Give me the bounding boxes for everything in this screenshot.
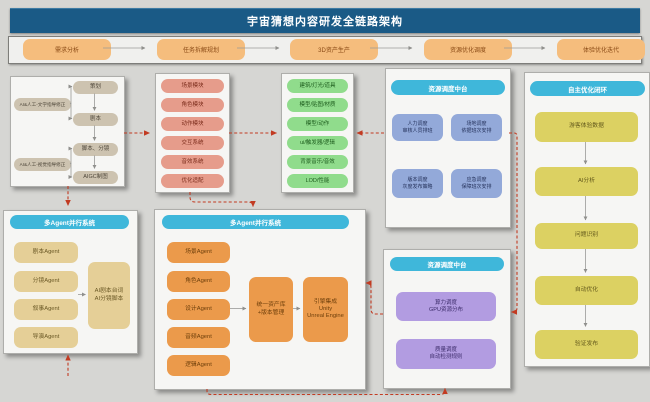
visual-guide-node: AI&人工-视觉指导修正 [14, 158, 71, 171]
assets-panel: 建筑/灯光/道具 模型/贴图/材质 模型/动作 ui/触发器/逻辑 背景音乐/音… [281, 73, 354, 193]
flow-step-3d-production: 3D资产生产 [290, 39, 378, 60]
visitor-data-node: 游客体验数据 [535, 112, 638, 142]
main-flow-bar: 需求分析 任务拆解规划 3D资产生产 资源优化调度 体验优化迭代 [8, 36, 645, 64]
flow-step-experience-iteration: 体验优化迭代 [557, 39, 645, 60]
manpower-schedule-node: 人力调度 审核人员排班 [392, 114, 443, 141]
storyboard-agent-node: 分镜Agent [14, 271, 78, 292]
screenplay-node: 剧本 [73, 113, 118, 126]
storyboard-node: 脚本、分镜 [73, 143, 118, 156]
ai-output-node: AI剧本台词 AI分镜脚本 [88, 262, 130, 329]
version-schedule-node: 版本调度 灰度发布策略 [392, 169, 443, 198]
audio-system-node: 音效系统 [161, 155, 224, 169]
literary-guide-node: AI&人工-文学指导修正 [14, 98, 71, 111]
bgm-sfx-node: 背景音乐/音效 [287, 155, 348, 169]
character-agent-node: 角色Agent [167, 271, 230, 292]
verify-release-node: 验证发布 [535, 330, 638, 359]
venue-schedule-node: 场地调度 依据班次安排 [451, 114, 502, 141]
flow-step-requirements: 需求分析 [23, 39, 111, 60]
flow-step-resource-scheduling: 资源优化调度 [424, 39, 512, 60]
aigc-art-node: AIGC制图 [73, 171, 118, 184]
compute-schedule-node: 算力调度 GPU资源分布 [396, 292, 496, 321]
issue-detection-node: 问题识别 [535, 223, 638, 249]
modules-panel: 场景模块 角色模块 动作模块 交互系统 音效系统 优化适配 [155, 73, 230, 193]
schedule-back-panel: 资源调度中台 算力调度 GPU资源分布 质量调度 自动检测规则 [383, 249, 511, 389]
agents-creative-header: 多Agent并行系统 [10, 215, 129, 229]
agents-creative-panel: 多Agent并行系统 剧本Agent 分镜Agent 叙事Agent 导演Age… [3, 210, 138, 354]
script-agent-node: 剧本Agent [14, 242, 78, 263]
scene-module-node: 场景模块 [161, 79, 224, 93]
schedule-front-header: 资源调度中台 [391, 80, 505, 95]
logic-agent-node: 逻辑Agent [167, 355, 230, 376]
building-lighting-node: 建筑/灯光/道具 [287, 79, 348, 93]
agents-production-panel: 多Agent并行系统 场景Agent 角色Agent 设计Agent 音频Age… [154, 209, 366, 390]
optimize-loop-header: 自主优化闭环 [530, 81, 645, 96]
ui-trigger-logic-node: ui/触发器/逻辑 [287, 136, 348, 150]
director-agent-node: 导演Agent [14, 327, 78, 348]
design-agent-node: 设计Agent [167, 299, 230, 320]
auto-optimize-node: 自动优化 [535, 276, 638, 305]
optimization-node: 优化适配 [161, 174, 224, 188]
flow-step-task-planning: 任务拆解规划 [157, 39, 245, 60]
planning-node: 策划 [73, 81, 118, 94]
optimize-loop-panel: 自主优化闭环 游客体验数据 AI分析 问题识别 自动优化 验证发布 [524, 72, 650, 367]
model-action-node: 模型/动作 [287, 117, 348, 131]
asset-library-node: 统一资产库 +版本管理 [249, 277, 293, 342]
audio-agent-node: 音频Agent [167, 327, 230, 348]
schedule-back-header: 资源调度中台 [390, 257, 504, 271]
emergency-schedule-node: 应急调度 保障班次安排 [451, 169, 502, 198]
scene-agent-node: 场景Agent [167, 242, 230, 263]
engine-integration-node: 引擎集成 Unity Unreal Engine [303, 277, 348, 342]
lod-performance-node: LOD/性能 [287, 174, 348, 188]
narrative-agent-node: 叙事Agent [14, 299, 78, 320]
quality-schedule-node: 质量调度 自动检测规则 [396, 339, 496, 369]
model-texture-node: 模型/贴图/材质 [287, 98, 348, 112]
agents-production-header: 多Agent并行系统 [162, 215, 349, 229]
ai-analysis-node: AI分析 [535, 167, 638, 196]
character-module-node: 角色模块 [161, 98, 224, 112]
schedule-front-panel: 资源调度中台 人力调度 审核人员排班 场地调度 依据班次安排 版本调度 灰度发布… [385, 68, 511, 228]
action-module-node: 动作模块 [161, 117, 224, 131]
page-title: 宇宙猜想内容研发全链路架构 [10, 8, 640, 33]
interaction-system-node: 交互系统 [161, 136, 224, 150]
creative-panel: AI&人工-文学指导修正 AI&人工-视觉指导修正 策划 剧本 脚本、分镜 AI… [10, 76, 125, 187]
